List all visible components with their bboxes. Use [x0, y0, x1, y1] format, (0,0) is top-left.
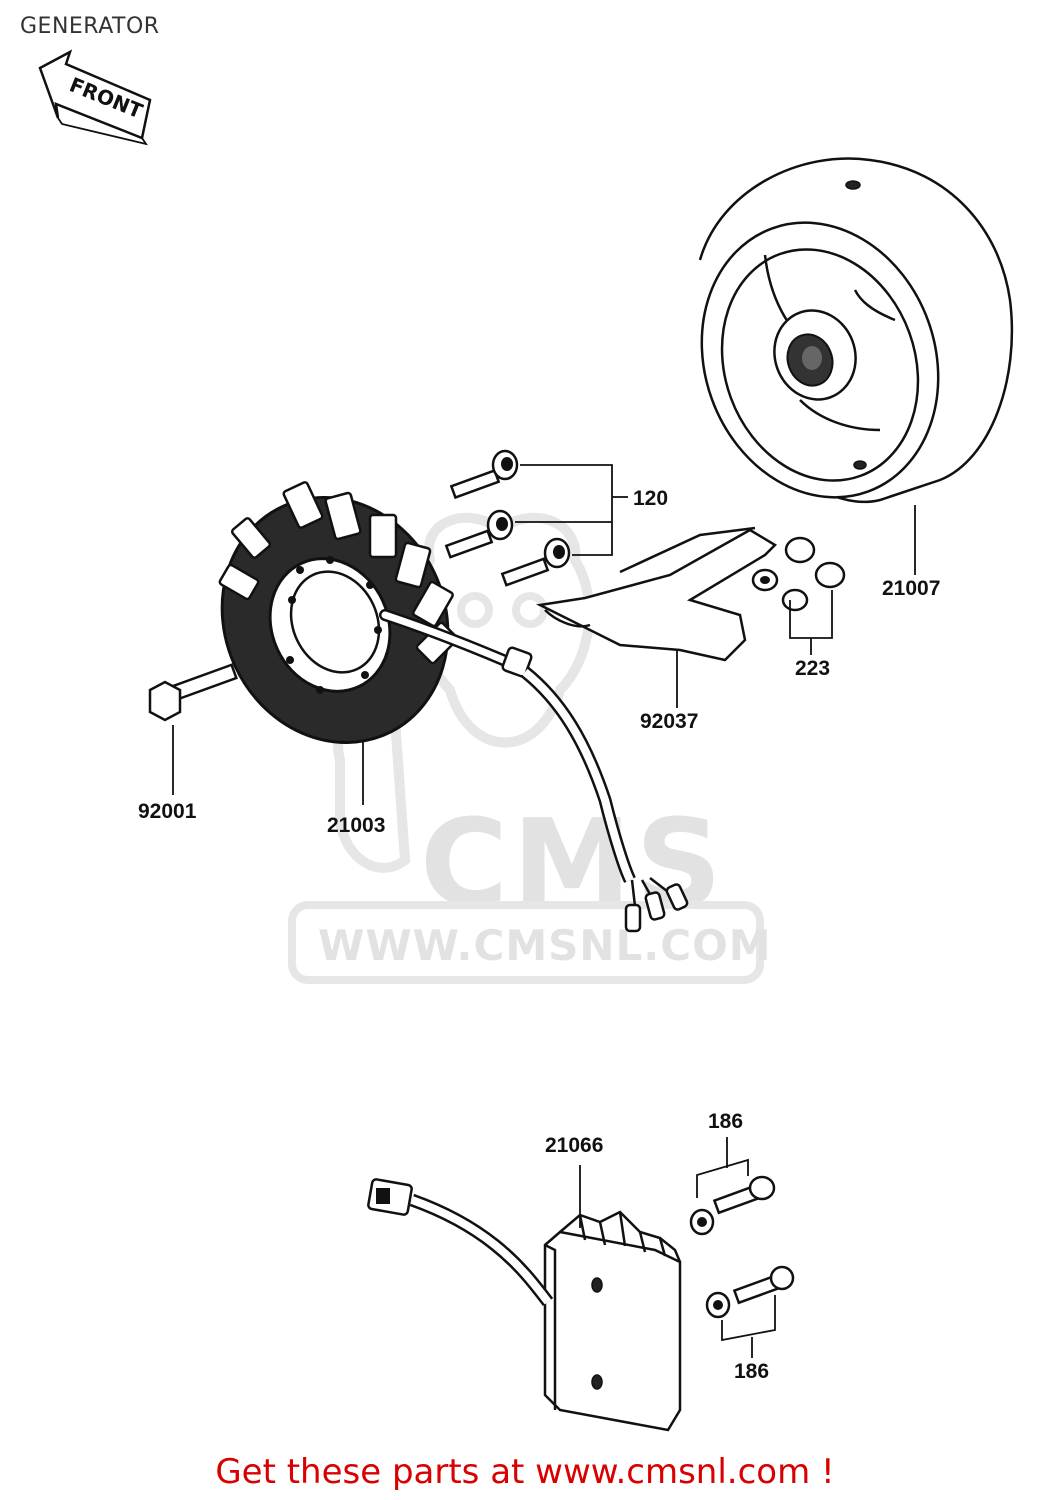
- part-label-21003[interactable]: 21003: [327, 814, 385, 837]
- flywheel-rotor: [698, 157, 1014, 575]
- part-label-223[interactable]: 223: [795, 657, 830, 680]
- part-label-92001[interactable]: 92001: [138, 800, 197, 823]
- socket-bolts: [444, 449, 628, 587]
- regulator-screws: [689, 1137, 795, 1358]
- stator-coil: [218, 481, 459, 805]
- bracket-screws: [751, 536, 846, 655]
- part-label-186-upper[interactable]: 186: [708, 1110, 743, 1133]
- part-label-92037[interactable]: 92037: [640, 710, 698, 733]
- part-label-21007[interactable]: 21007: [882, 577, 940, 600]
- part-label-120[interactable]: 120: [633, 487, 668, 510]
- flange-bolt: [148, 663, 238, 795]
- part-label-186-lower[interactable]: 186: [734, 1360, 769, 1383]
- watermark-logo-text: CMS: [420, 795, 726, 934]
- footer-parts-link[interactable]: Get these parts at www.cmsnl.com !: [215, 1452, 835, 1492]
- cms-watermark: CMS WWW.CMSNL.COM: [288, 512, 772, 984]
- front-direction-marker: FRONT: [38, 49, 152, 146]
- wire-bracket: [535, 526, 778, 708]
- page-title: GENERATOR: [20, 14, 160, 39]
- watermark-url-text: WWW.CMSNL.COM: [318, 921, 772, 970]
- regulator-rectifier: [367, 1165, 682, 1432]
- stator-wire-harness: [379, 609, 689, 933]
- part-label-21066[interactable]: 21066: [545, 1134, 603, 1157]
